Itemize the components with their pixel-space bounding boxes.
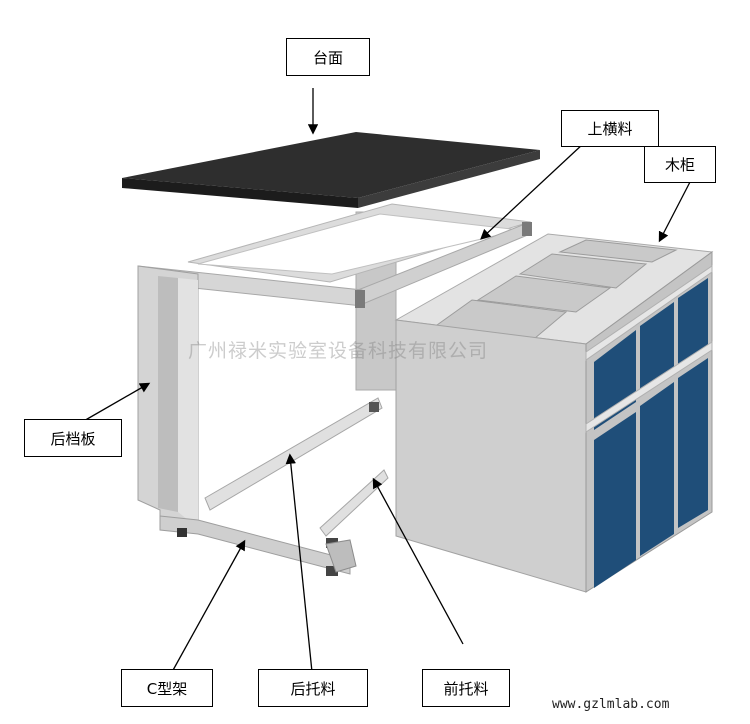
label-c-frame: C型架 xyxy=(121,669,213,707)
label-upper-crossbar: 上横料 xyxy=(561,110,659,147)
countertop-slab xyxy=(122,132,540,208)
label-front-support: 前托料 xyxy=(422,669,510,707)
label-rear-support: 后托料 xyxy=(258,669,368,707)
website-url: www.gzlmlab.com xyxy=(552,697,670,712)
steel-frame xyxy=(137,203,532,576)
company-watermark: 广州禄米实验室设备科技有限公司 xyxy=(188,340,489,362)
label-wood-cabinet: 木柜 xyxy=(644,146,716,183)
label-countertop: 台面 xyxy=(286,38,370,76)
label-back-panel: 后档板 xyxy=(24,419,122,457)
wood-cabinet xyxy=(394,233,714,593)
leader-arrows xyxy=(81,88,691,673)
